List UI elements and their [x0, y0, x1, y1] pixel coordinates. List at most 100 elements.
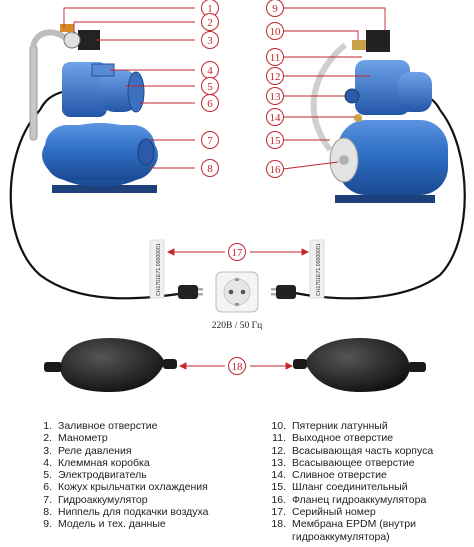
- legend-text: Гидроаккумулятор: [58, 493, 148, 506]
- legend-text: Пятерник латунный: [292, 420, 388, 432]
- power-socket: [215, 271, 259, 313]
- callout-number: 17: [232, 247, 244, 259]
- legend-text: Шланг соединительный: [292, 481, 408, 494]
- tank-right: [338, 120, 448, 195]
- legend-number: 7.: [43, 493, 52, 506]
- legend-text: Манометр: [58, 432, 108, 445]
- membrane-right: [293, 338, 426, 392]
- callout-18: 18: [228, 357, 246, 375]
- legend-number: 18.: [271, 518, 286, 531]
- callout-number: 13: [270, 91, 282, 103]
- legend-item: 4. Клеммная коробка: [28, 457, 258, 469]
- callout-number: 1: [207, 3, 213, 15]
- legend-number: 6.: [43, 481, 52, 494]
- legend-number: 16.: [271, 493, 286, 506]
- callout-15: 15: [266, 131, 284, 149]
- base-right: [335, 195, 435, 203]
- power-cable-left: [9, 109, 186, 300]
- callout-number: 16: [270, 164, 282, 176]
- callout-number: 4: [207, 65, 213, 77]
- membrane-left: [44, 338, 177, 392]
- legend-number: 3.: [43, 444, 52, 457]
- pump-body-right: [355, 60, 410, 115]
- callout-11: 11: [266, 48, 284, 66]
- callout-number: 3: [207, 35, 213, 47]
- brass-fitting-right: [352, 40, 368, 50]
- legend-item: 17.Серийный номер: [262, 506, 472, 518]
- fan-cover-left: [127, 71, 145, 113]
- plug-right: [271, 285, 296, 299]
- callout-number: 2: [207, 17, 213, 29]
- callout-number: 7: [207, 135, 213, 147]
- callout-4: 4: [201, 61, 219, 79]
- legend-number: 17.: [271, 506, 286, 519]
- legend-text: Ниппель для подкачки воздуха: [58, 506, 209, 519]
- callout-8: 8: [201, 159, 219, 177]
- legend-text: Фланец гидроаккумулятора: [292, 493, 427, 506]
- hose-left: [29, 44, 38, 141]
- pump-left: [29, 24, 158, 193]
- serial-text-right: CH1701E71.00000001: [316, 243, 322, 296]
- manometer-left: [63, 31, 81, 49]
- legend-item: 10.Пятерник латунный: [262, 420, 472, 432]
- legend-text: Мембрана EPDM (внутри гидроаккумулятора): [292, 518, 416, 543]
- leaders-right: [282, 7, 386, 170]
- legend-number: 15.: [271, 481, 286, 494]
- callout-5: 5: [201, 77, 219, 95]
- legend-text: Заливное отверстие: [58, 420, 158, 432]
- callout-7: 7: [201, 131, 219, 149]
- legend-number: 8.: [43, 506, 52, 519]
- callout-number: 12: [270, 71, 281, 83]
- pressure-switch-left: [78, 30, 100, 50]
- callouts-left: 1 2 3 45 6 7 8: [201, 0, 219, 177]
- callout-number: 15: [270, 135, 282, 147]
- legend-text: Электродвигатель: [58, 469, 147, 482]
- callout-10: 10: [266, 22, 284, 40]
- legend-text: Клеммная коробка: [58, 456, 150, 469]
- legend-item: 15. Шланг соединительный: [262, 481, 472, 493]
- legend-text: Выходное отверстие: [292, 432, 394, 445]
- callout-2: 2: [201, 13, 219, 31]
- callout-16: 16: [266, 160, 284, 178]
- callout-13: 13: [266, 87, 284, 105]
- callout-3: 3: [201, 31, 219, 49]
- legend-number: 9.: [43, 518, 52, 531]
- legend-text: Всасывающее отверстие: [292, 456, 415, 469]
- inlet-right: [344, 88, 360, 104]
- legend-item: 8. Ниппель для подкачки воздуха: [28, 506, 258, 518]
- callout-9: 9: [266, 0, 284, 17]
- callout-number: 14: [270, 112, 282, 124]
- callout-12: 12: [266, 67, 284, 85]
- callout-number: 8: [207, 163, 213, 175]
- callout-number: 11: [270, 52, 281, 64]
- legend-number: 5.: [43, 469, 52, 482]
- legend-item: 12.Всасывающая часть корпуса: [262, 445, 472, 457]
- leaders-left: [63, 7, 195, 169]
- legend-number: 11.: [272, 432, 286, 445]
- callout-6: 6: [201, 94, 219, 112]
- callout-number: 6: [207, 98, 213, 110]
- callout-17: 17: [228, 243, 246, 261]
- pump-right: [310, 30, 448, 203]
- callouts-right: 9 10 11 12 13 14 15 16: [266, 0, 284, 178]
- filler-cap-left: [60, 24, 74, 32]
- legend-item: 3. Реле давления: [28, 445, 258, 457]
- power-cable-top-left: [39, 90, 63, 111]
- legend-text: Кожух крыльчатки охлаждения: [58, 481, 208, 494]
- legend-item: 6. Кожух крыльчатки охлаждения: [28, 481, 258, 493]
- legend-item: 13. Всасывающее отверстие: [262, 457, 472, 469]
- legend-item: 7. Гидроаккумулятор: [28, 494, 258, 506]
- callout-number: 10: [270, 26, 282, 38]
- air-nipple-left: [137, 138, 155, 166]
- legend-number: 13.: [271, 456, 286, 469]
- serial-label-left: CH1701E71.00000001: [149, 239, 165, 299]
- legend-text: Модель и тех. данные: [58, 518, 166, 531]
- legend-number: 12.: [271, 444, 286, 457]
- power-cable-right: [294, 109, 466, 300]
- legend-number: 4.: [43, 456, 52, 469]
- motor-right: [398, 72, 432, 112]
- legend-text: Реле давления: [58, 444, 132, 457]
- membrane-arrow: [178, 362, 294, 370]
